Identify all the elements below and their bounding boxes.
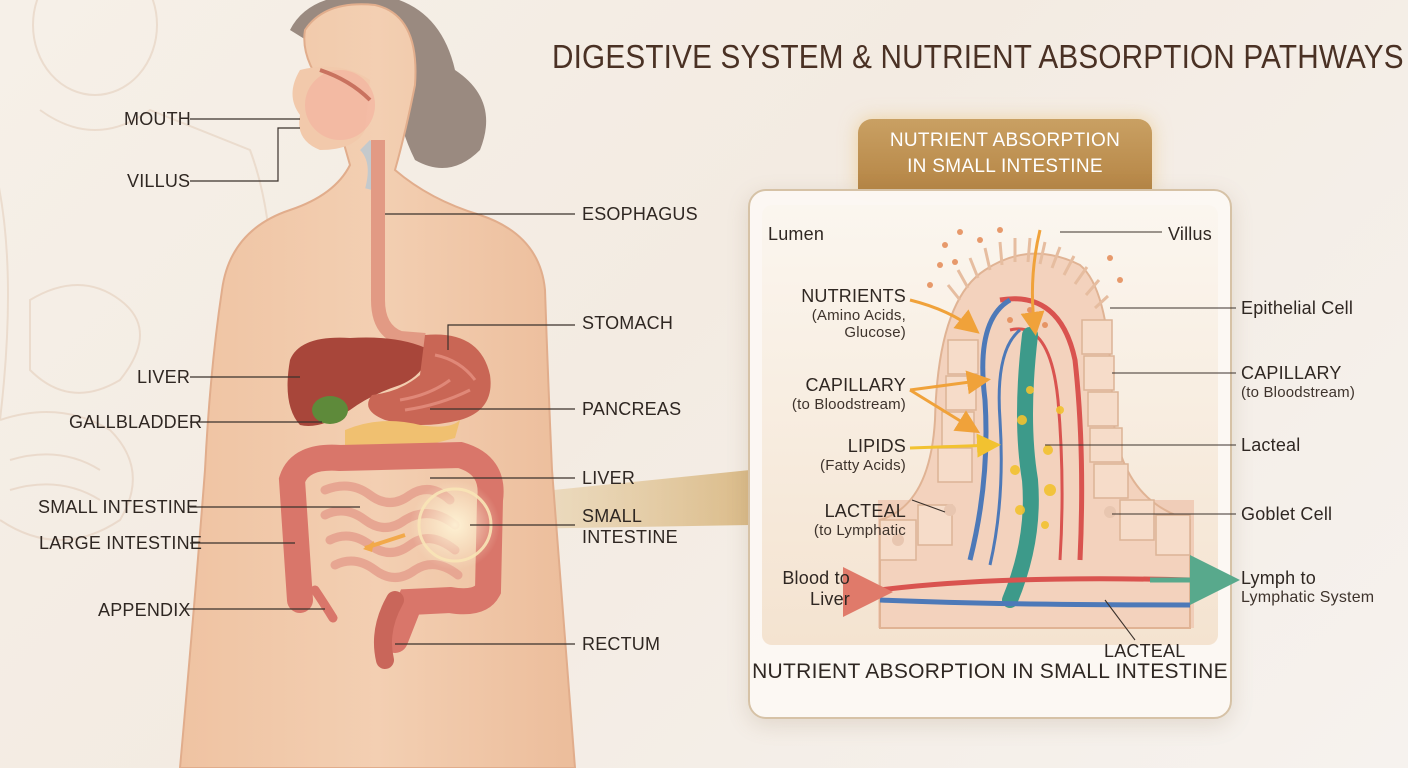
label-small-intestine-left: SMALL INTESTINE <box>38 497 199 517</box>
label-liver-right: LIVER <box>582 468 636 488</box>
lymph-to-line-1: Lymph to <box>1241 568 1316 588</box>
esophagus <box>371 140 426 347</box>
rectum <box>374 591 404 669</box>
inset-label-capillary-right: CAPILLARY (to Bloodstream) <box>1241 363 1355 401</box>
blood-to-line-1: Blood to <box>782 568 850 588</box>
inset-label-lacteal-right: Lacteal <box>1241 435 1301 455</box>
label-appendix: APPENDIX <box>98 600 191 620</box>
lipids-sub: (Fatty Acids) <box>820 457 906 474</box>
capillary-blue <box>967 297 1012 561</box>
label-small-intestine-right-2: INTESTINE <box>582 527 678 547</box>
blood-to-line-2: Liver <box>809 589 850 609</box>
inset-badge-line-1: NUTRIENT ABSORPTION <box>889 130 1121 151</box>
label-large-intestine: LARGE INTESTINE <box>39 533 203 553</box>
inset-caption: NUTRIENT ABSORPTION IN SMALL INTESTINE <box>752 660 1228 683</box>
lymph-to-line-2: Lymphatic System <box>1241 589 1375 606</box>
label-villus: VILLUS <box>127 171 191 191</box>
capillary-left-sub: (to Bloodstream) <box>791 396 906 413</box>
inset-label-lacteal-left: LACTEAL (to Lymphatic <box>800 501 906 539</box>
inset-label-villus: Villus <box>1168 224 1212 244</box>
page-title: DIGESTIVE SYSTEM & NUTRIENT ABSORPTION P… <box>552 38 1404 75</box>
lacteal-left-sub: (to Lymphatic <box>813 522 906 539</box>
nutrients-sub-2: Glucose) <box>844 324 906 341</box>
label-stomach: STOMACH <box>582 313 674 333</box>
large-intestine <box>278 441 504 653</box>
capillary-red <box>999 296 1085 561</box>
label-mouth: MOUTH <box>124 109 191 129</box>
label-liver-left: LIVER <box>137 367 191 387</box>
inset-label-epithelial: Epithelial Cell <box>1241 298 1354 318</box>
bottom-vessel-blue <box>879 597 1191 608</box>
nutrient-particles <box>927 227 1123 328</box>
inset-label-lacteal-bottom: LACTEAL <box>1104 641 1186 661</box>
microvilli <box>946 237 1110 310</box>
leader-lines <box>185 118 575 645</box>
capillary-right-title: CAPILLARY <box>1241 363 1342 383</box>
gallbladder <box>312 396 348 424</box>
label-small-intestine-right-1: SMALL <box>582 506 643 526</box>
lipid-droplets <box>1010 386 1064 529</box>
capillary-left-title: CAPILLARY <box>805 375 906 395</box>
appendix <box>310 585 338 623</box>
stomach <box>368 334 491 425</box>
inset-label-capillary-left: CAPILLARY (to Bloodstream) <box>778 375 906 413</box>
label-gallbladder: GALLBLADDER <box>69 412 203 432</box>
inset-badge-line-2: IN SMALL INTESTINE <box>907 156 1103 177</box>
label-esophagus: ESOPHAGUS <box>582 204 698 224</box>
absorption-arrows <box>909 229 1045 458</box>
lacteal-left-title: LACTEAL <box>824 501 906 521</box>
inset-label-lumen: Lumen <box>768 224 825 244</box>
inset-label-lipids: LIPIDS (Fatty Acids) <box>798 436 906 474</box>
inset-badge: NUTRIENT ABSORPTION IN SMALL INTESTINE <box>858 119 1152 191</box>
lipids-title: LIPIDS <box>847 436 906 456</box>
inset-label-nutrients: NUTRIENTS (Amino Acids, Glucose) <box>800 286 906 341</box>
epithelial-cells <box>879 319 1191 561</box>
inset-label-lymph-to: Lymph to Lymphatic System <box>1241 568 1374 607</box>
capillary-right-sub: (to Bloodstream) <box>1241 384 1356 401</box>
nutrients-title: NUTRIENTS <box>801 286 906 306</box>
highlight-glow <box>410 480 500 570</box>
lacteal <box>1002 327 1039 608</box>
bottom-vessel-red <box>879 576 1191 593</box>
inset-label-blood-to-liver: Blood to Liver <box>770 568 850 610</box>
label-pancreas: PANCREAS <box>582 399 682 419</box>
nutrients-sub-1: (Amino Acids, <box>811 307 906 324</box>
inset-label-goblet: Goblet Cell <box>1241 504 1333 524</box>
label-rectum: RECTUM <box>582 634 661 654</box>
